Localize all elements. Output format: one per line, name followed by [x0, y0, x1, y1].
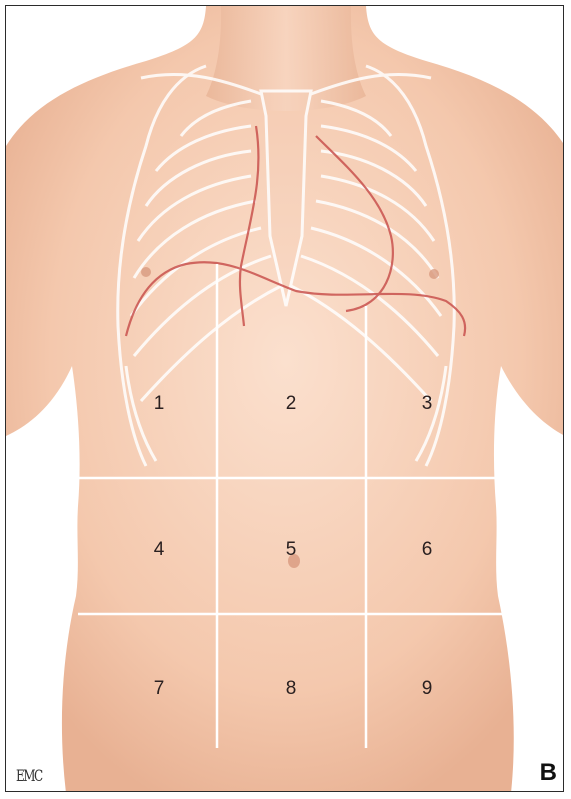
region-6-number: 6: [407, 539, 447, 561]
region-9-number: 9: [407, 678, 447, 700]
region-5-number: 5: [271, 539, 311, 561]
region-1-number: 1: [139, 393, 179, 415]
region-4-number: 4: [139, 539, 179, 561]
panel-label: B: [540, 759, 557, 787]
region-7-number: 7: [139, 678, 179, 700]
figure-frame: 1 2 3 4 5 6 7 8 9 EMC B: [5, 5, 564, 792]
left-nipple: [141, 267, 151, 277]
region-8-number: 8: [271, 678, 311, 700]
right-nipple: [429, 269, 439, 279]
region-2-number: 2: [271, 393, 311, 415]
publisher-logo: EMC: [16, 766, 42, 785]
region-3-number: 3: [407, 393, 447, 415]
